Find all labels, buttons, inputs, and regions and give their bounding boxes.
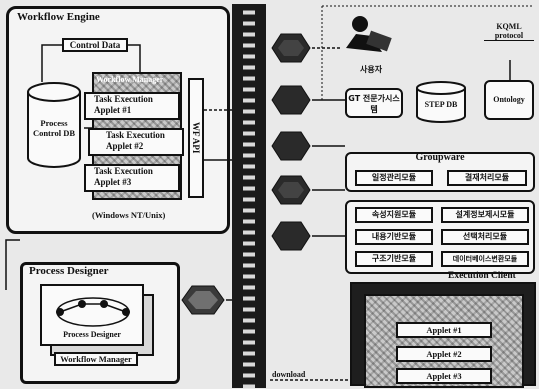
- gt-expert-system-label: GT 전문가시스템: [348, 94, 399, 114]
- kqml-label: KQML protocol: [484, 22, 534, 41]
- workflow-manager-tab: Workflow Manager: [54, 352, 138, 366]
- groupware-module-approval: 결재처리모듈: [447, 170, 527, 186]
- process-flow-icon: [46, 290, 140, 330]
- user-icon: [338, 12, 398, 62]
- modules-panel: 속성지원모듈 설계정보제시모듈 내용기반모듈 선택처리모듈 구조기반모듈 데이터…: [345, 200, 535, 274]
- execution-applet-1: Applet #1: [396, 322, 492, 338]
- process-designer-inner-label: Process Designer: [42, 330, 142, 339]
- download-label: download: [272, 370, 305, 379]
- process-designer-title: Process Designer: [29, 265, 109, 277]
- execution-applet-2: Applet #2: [396, 346, 492, 362]
- execution-applet-3: Applet #3: [396, 368, 492, 384]
- ontology-box: Ontology: [484, 80, 534, 120]
- process-designer-window: Process Designer: [40, 284, 144, 346]
- gt-expert-system-box: GT 전문가시스템: [345, 88, 403, 118]
- step-db-label: STEP DB: [414, 100, 468, 109]
- execution-client-window: Applet #1 Applet #2 Applet #3: [364, 294, 524, 388]
- module-item: 데이터베이스변환모듈: [441, 251, 529, 267]
- groupware-module-schedule: 일정관리모듈: [355, 170, 433, 186]
- groupware-panel: Groupware 일정관리모듈 결재처리모듈: [345, 152, 535, 192]
- module-item: 선택처리모듈: [441, 229, 529, 245]
- user-label: 사용자: [360, 64, 382, 75]
- execution-client-panel: Execution Client Applet #1 Applet #2 App…: [350, 282, 536, 386]
- module-item: 구조기반모듈: [355, 251, 433, 267]
- groupware-title: Groupware: [347, 152, 533, 163]
- execution-client-title: Execution Client: [448, 271, 516, 281]
- module-item: 내용기반모듈: [355, 229, 433, 245]
- module-item: 속성지원모듈: [355, 207, 433, 223]
- module-item: 설계정보제시모듈: [441, 207, 529, 223]
